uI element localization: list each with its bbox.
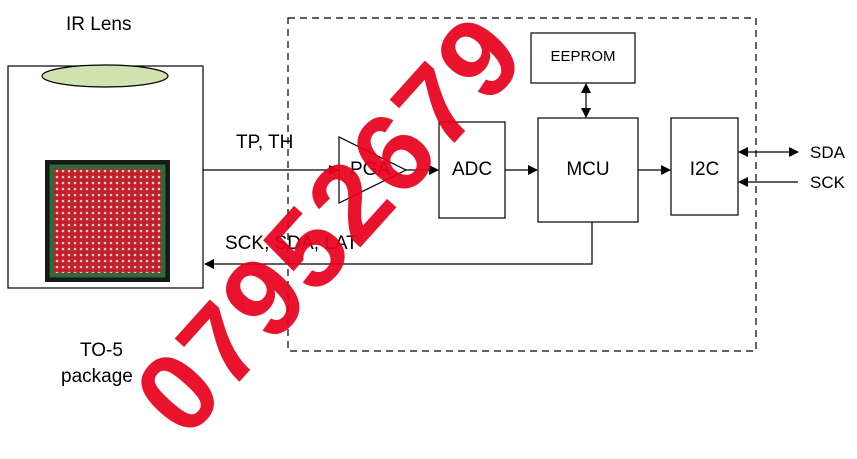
diagram-canvas	[7, 17, 799, 352]
to5-label-line1: TO-5	[80, 340, 123, 361]
sck-sda-lat-label: SCK, SDA, LAT	[225, 233, 358, 254]
tp-th-label: TP, TH	[236, 132, 294, 153]
mcu-label: MCU	[566, 159, 610, 180]
thermopile-sensor-array	[45, 160, 170, 282]
sck-pin-label: SCK	[810, 173, 845, 192]
adc-label: ADC	[451, 159, 493, 180]
sda-pin-label: SDA	[810, 143, 845, 162]
to5-label-line2: package	[61, 366, 133, 387]
ir-lens	[41, 64, 169, 88]
chip-boundary	[287, 17, 757, 352]
eeprom-block	[530, 32, 636, 84]
block-diagram: IR Lens TO-5 package TP, TH SCK, SDA, LA…	[7, 0, 845, 457]
ir-lens-label: IR Lens	[66, 14, 132, 35]
pga-amplifier	[338, 136, 408, 204]
i2c-block	[670, 117, 739, 216]
i2c-label: I2C	[689, 159, 720, 180]
adc-block	[438, 121, 506, 219]
eeprom-label: EEPROM	[550, 48, 616, 65]
pga-label: PGA	[349, 159, 391, 180]
control-return-line	[204, 222, 593, 269]
